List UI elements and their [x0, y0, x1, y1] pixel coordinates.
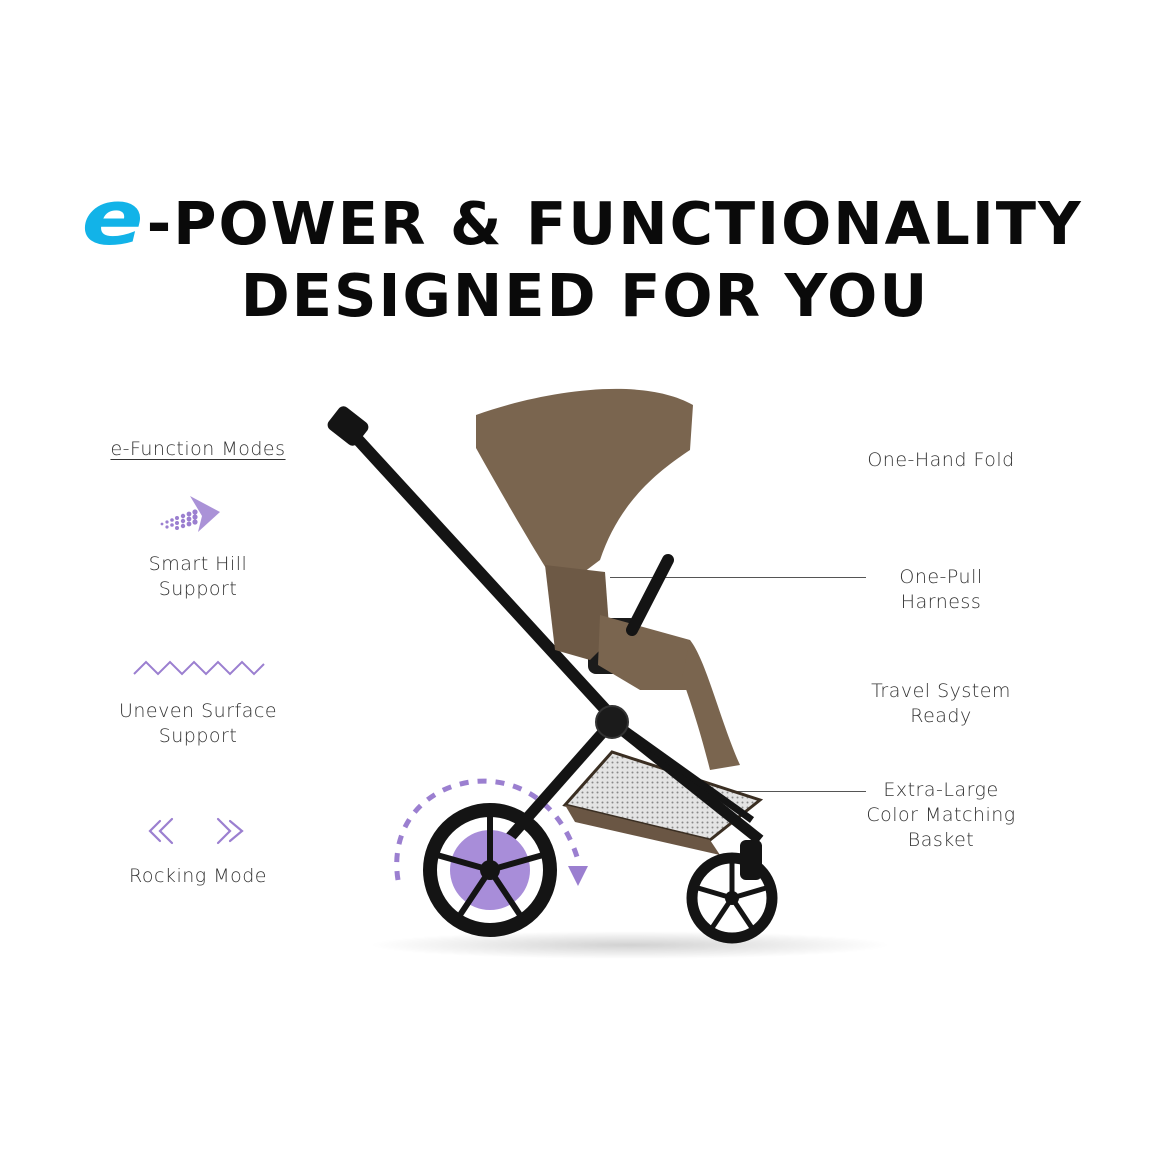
basket-trim — [565, 805, 720, 855]
basket-frame — [612, 719, 755, 823]
title-line-1-text: -POWER & FUNCTIONALITY — [146, 189, 1083, 258]
rocking-mode-label: Rocking Mode — [129, 865, 267, 887]
rocking-arc-icon — [394, 778, 581, 881]
rear-wheel — [423, 803, 557, 937]
travel-system-ready-label: Travel System Ready — [871, 680, 1011, 727]
uneven-surface-support-label: Uneven Surface Support — [118, 700, 278, 747]
frame-joint — [595, 705, 629, 739]
basket-leader-line — [612, 791, 866, 792]
title-line-1: e-POWER & FUNCTIONALITY — [0, 173, 1170, 262]
zigzag-icon — [133, 660, 265, 676]
arrow-right-dotted-icon — [160, 496, 220, 532]
handle-grip — [327, 406, 369, 446]
stroller-illustration — [327, 388, 890, 959]
canopy — [476, 388, 693, 590]
one-pull-harness-label: One-Pull Harness — [899, 566, 983, 613]
one-hand-fold-label: One-Hand Fold — [867, 449, 1015, 471]
seat-back — [545, 565, 610, 660]
push-handle-frame — [334, 414, 621, 726]
harness-leader-line — [610, 577, 866, 578]
front-wheel — [686, 840, 778, 944]
leg-rest — [682, 640, 740, 770]
e-brand-logo: e — [81, 173, 147, 262]
basket-label: Extra-Large Color Matching Basket — [866, 779, 1016, 851]
title-line-2: DESIGNED FOR YOU — [240, 261, 930, 330]
seat-cushion — [598, 615, 700, 690]
page-title: e-POWER & FUNCTIONALITY DESIGNED FOR YOU — [0, 173, 1170, 332]
smart-hill-support-label: Smart Hill Support — [148, 553, 248, 600]
chevrons-left-right-icon — [148, 817, 244, 845]
bumper-bar — [626, 554, 674, 636]
e-function-modes-heading: e-Function Modes — [110, 438, 286, 460]
rocking-arrow-icon — [568, 866, 588, 886]
basket — [562, 750, 764, 842]
ground-shadow — [370, 931, 890, 959]
